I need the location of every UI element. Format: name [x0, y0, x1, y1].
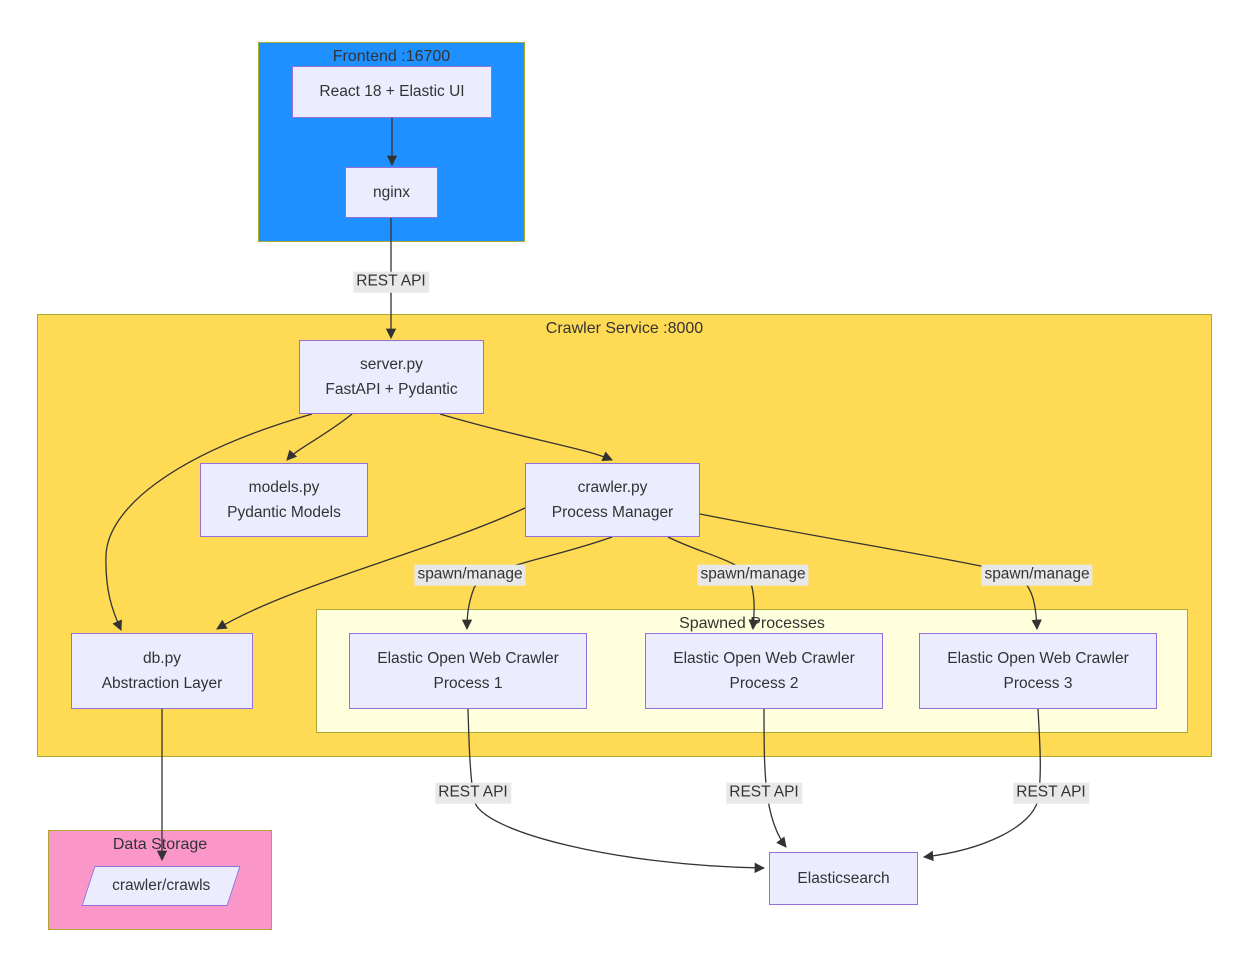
cluster-crawler-service-title: Crawler Service :8000	[545, 320, 704, 337]
node-server-py-title: server.py	[360, 355, 423, 373]
node-crawler-process-2-title: Elastic Open Web Crawler	[673, 649, 855, 667]
node-crawler-process-3-title: Elastic Open Web Crawler	[947, 649, 1129, 667]
node-crawler-process-1-subtitle: Process 1	[433, 675, 503, 692]
node-db-py-subtitle: Abstraction Layer	[101, 675, 223, 692]
edge-label-rest-api-top: REST API	[353, 271, 429, 293]
node-elasticsearch: Elasticsearch	[769, 852, 918, 905]
edge-label-spawn-manage-3: spawn/manage	[981, 564, 1093, 586]
node-crawler-process-2-subtitle: Process 2	[729, 675, 799, 692]
node-models-py-subtitle: Pydantic Models	[227, 504, 341, 521]
edge-label-spawn-manage-1: spawn/manage	[414, 564, 526, 586]
node-crawler-crawls: crawler/crawls	[81, 866, 241, 906]
edge-label-rest-api-2: REST API	[726, 782, 802, 804]
node-nginx-label: nginx	[372, 183, 411, 201]
node-db-py: db.py Abstraction Layer	[71, 633, 253, 709]
cluster-frontend-title: Frontend :16700	[332, 48, 451, 65]
node-nginx: nginx	[345, 167, 438, 218]
edge-label-rest-api-3: REST API	[1013, 782, 1089, 804]
node-react-elastic-ui-label: React 18 + Elastic UI	[319, 83, 465, 101]
node-crawler-py: crawler.py Process Manager	[525, 463, 700, 537]
node-crawler-process-1-title: Elastic Open Web Crawler	[377, 649, 559, 667]
node-crawler-process-2: Elastic Open Web Crawler Process 2	[645, 633, 883, 709]
edge-label-spawn-manage-2: spawn/manage	[697, 564, 809, 586]
cluster-data-storage-title: Data Storage	[112, 836, 208, 853]
node-crawler-py-subtitle: Process Manager	[551, 504, 674, 521]
node-crawler-process-3: Elastic Open Web Crawler Process 3	[919, 633, 1157, 709]
node-db-py-title: db.py	[143, 649, 181, 667]
node-server-py-subtitle: FastAPI + Pydantic	[325, 381, 458, 398]
node-crawler-process-3-subtitle: Process 3	[1003, 675, 1073, 692]
cluster-spawned-processes-title: Spawned Processes	[679, 615, 825, 632]
node-crawler-process-1: Elastic Open Web Crawler Process 1	[349, 633, 587, 709]
node-react-elastic-ui: React 18 + Elastic UI	[292, 66, 492, 118]
node-crawler-py-title: crawler.py	[577, 478, 648, 496]
node-models-py: models.py Pydantic Models	[200, 463, 368, 537]
node-crawler-crawls-label: crawler/crawls	[111, 877, 211, 895]
edge-label-rest-api-1: REST API	[435, 782, 511, 804]
node-server-py: server.py FastAPI + Pydantic	[299, 340, 484, 414]
node-elasticsearch-label: Elasticsearch	[797, 869, 890, 887]
node-models-py-title: models.py	[248, 478, 320, 496]
